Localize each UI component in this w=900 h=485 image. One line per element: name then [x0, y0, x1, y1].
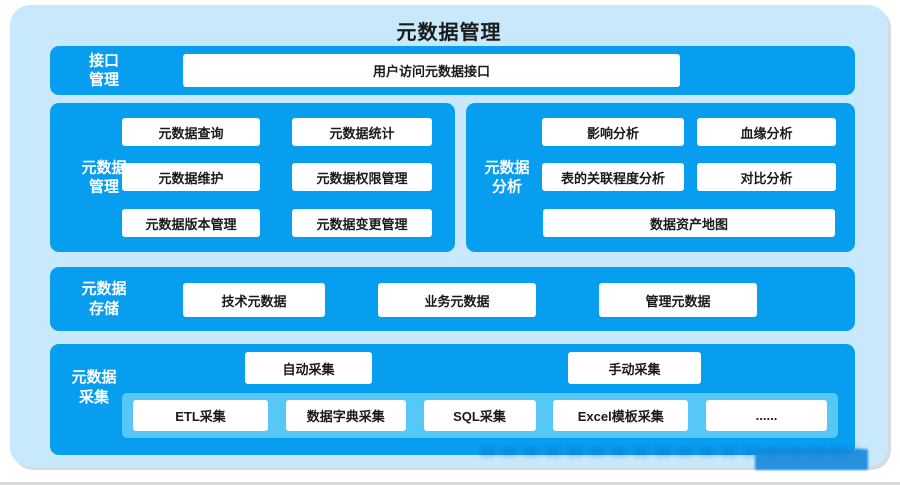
item-lineage-analysis: 血缘分析 — [697, 118, 836, 146]
section-label-line: 元数据 — [81, 159, 127, 176]
diagram-title: 元数据管理 — [396, 22, 502, 44]
item-etl-collect: ETL采集 — [133, 400, 268, 431]
section-metadata-management: 元数据 管理 元数据查询 元数据统计 元数据维护 元数据权限管理 元数据版本管理… — [50, 103, 455, 252]
item-sql-collect: SQL采集 — [423, 400, 536, 431]
section-label-line: 元数据 — [81, 280, 127, 298]
item-technical-metadata: 技术元数据 — [183, 283, 325, 317]
section-label-analysis: 元数据 分析 — [466, 158, 548, 197]
page-bottom-edge — [0, 482, 900, 485]
section-metadata-collection: 元数据 采集 自动采集 手动采集 ETL采集 数据字典采集 SQL采集 Exce… — [50, 344, 855, 455]
diagram-frame: 元数据管理 接口 管理 用户访问元数据接口 元数据 管理 元数据查询 元数据统计… — [10, 5, 888, 470]
watermark-block — [755, 449, 868, 470]
item-excel-collect: Excel模板采集 — [553, 400, 689, 431]
item-auto-collect: 自动采集 — [245, 352, 372, 384]
section-metadata-analysis: 元数据 分析 影响分析 血缘分析 表的关联程度分析 对比分析 数据资产地图 — [466, 103, 855, 252]
section-label-line: 分析 — [491, 178, 522, 196]
item-table-relation-analysis: 表的关联程度分析 — [542, 163, 684, 191]
item-metadata-version: 元数据版本管理 — [122, 209, 260, 237]
section-label-line: 管理 — [88, 178, 119, 196]
item-management-metadata: 管理元数据 — [599, 283, 757, 317]
item-data-asset-map: 数据资产地图 — [543, 209, 835, 237]
item-business-metadata: 业务元数据 — [378, 283, 536, 317]
item-more-collect: ...... — [706, 400, 827, 431]
section-label-interface: 接口 管理 — [50, 51, 158, 90]
item-metadata-maintain: 元数据维护 — [122, 163, 260, 191]
section-label-line: 元数据 — [71, 369, 117, 386]
collection-methods-strip: ETL采集 数据字典采集 SQL采集 Excel模板采集 ...... — [122, 393, 838, 438]
section-label-collection: 元数据 采集 — [50, 368, 138, 407]
section-metadata-storage: 元数据 存储 技术元数据 业务元数据 管理元数据 — [50, 267, 855, 331]
section-label-storage: 元数据 存储 — [50, 280, 158, 319]
section-label-line: 管理 — [88, 71, 119, 89]
section-label-management: 元数据 管理 — [50, 158, 158, 197]
section-interface-management: 接口 管理 用户访问元数据接口 — [50, 46, 855, 95]
section-label-line: 接口 — [88, 52, 119, 69]
section-label-line: 元数据 — [484, 159, 530, 176]
section-label-line: 存储 — [88, 300, 119, 317]
item-metadata-stats: 元数据统计 — [292, 118, 432, 146]
item-compare-analysis: 对比分析 — [697, 163, 836, 191]
item-dictionary-collect: 数据字典采集 — [285, 400, 406, 431]
watermark-blur — [480, 446, 860, 457]
item-manual-collect: 手动采集 — [568, 352, 701, 384]
item-impact-analysis: 影响分析 — [542, 118, 684, 146]
item-metadata-query: 元数据查询 — [122, 118, 260, 146]
section-label-line: 采集 — [78, 388, 109, 406]
item-user-access-metadata-api: 用户访问元数据接口 — [183, 54, 680, 87]
item-metadata-permission: 元数据权限管理 — [292, 163, 432, 191]
item-metadata-change: 元数据变更管理 — [292, 209, 432, 237]
